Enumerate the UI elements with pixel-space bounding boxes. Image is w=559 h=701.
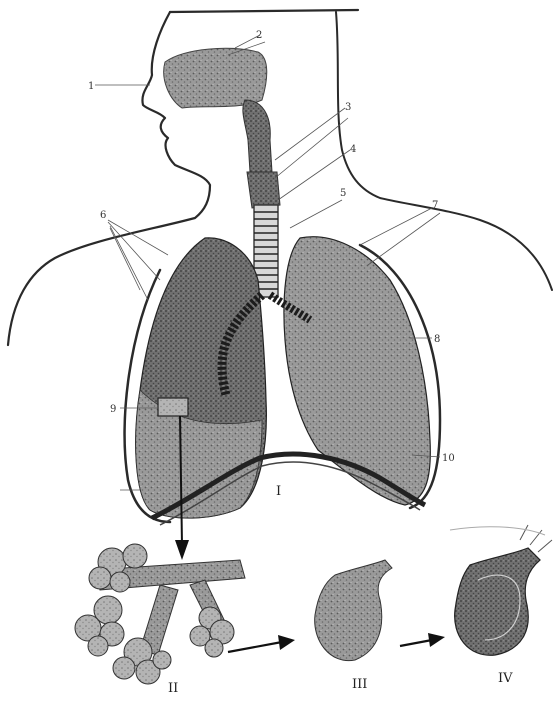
nasal-cavity: [164, 48, 267, 108]
label-2: 2: [256, 30, 262, 41]
pharynx: [243, 100, 272, 172]
panel-label-3: III: [352, 677, 367, 692]
label-10: 10: [442, 453, 455, 464]
larynx: [247, 172, 280, 208]
arrow-ii-to-iii: [228, 635, 295, 652]
label-9: 9: [110, 404, 116, 415]
label-8: 8: [434, 334, 440, 345]
arrow-iii-to-iv: [400, 633, 445, 647]
panel-iv-alveolus-with-capillaries: [450, 525, 552, 655]
label-7: 7: [432, 200, 438, 211]
label-6: 6: [100, 210, 106, 221]
panel-label-1: I: [276, 484, 281, 499]
label-3: 3: [345, 102, 351, 113]
body-outline: [8, 10, 552, 345]
label-4: 4: [350, 144, 356, 155]
panel-label-4: IV: [498, 671, 513, 686]
panel-label-2: II: [168, 681, 178, 696]
label-5: 5: [340, 188, 346, 199]
panel-ii-alveolar-clusters: [75, 544, 245, 684]
sample-window: [158, 398, 188, 416]
label-1: 1: [88, 81, 94, 92]
panel-iii-alveolus: [315, 560, 392, 661]
